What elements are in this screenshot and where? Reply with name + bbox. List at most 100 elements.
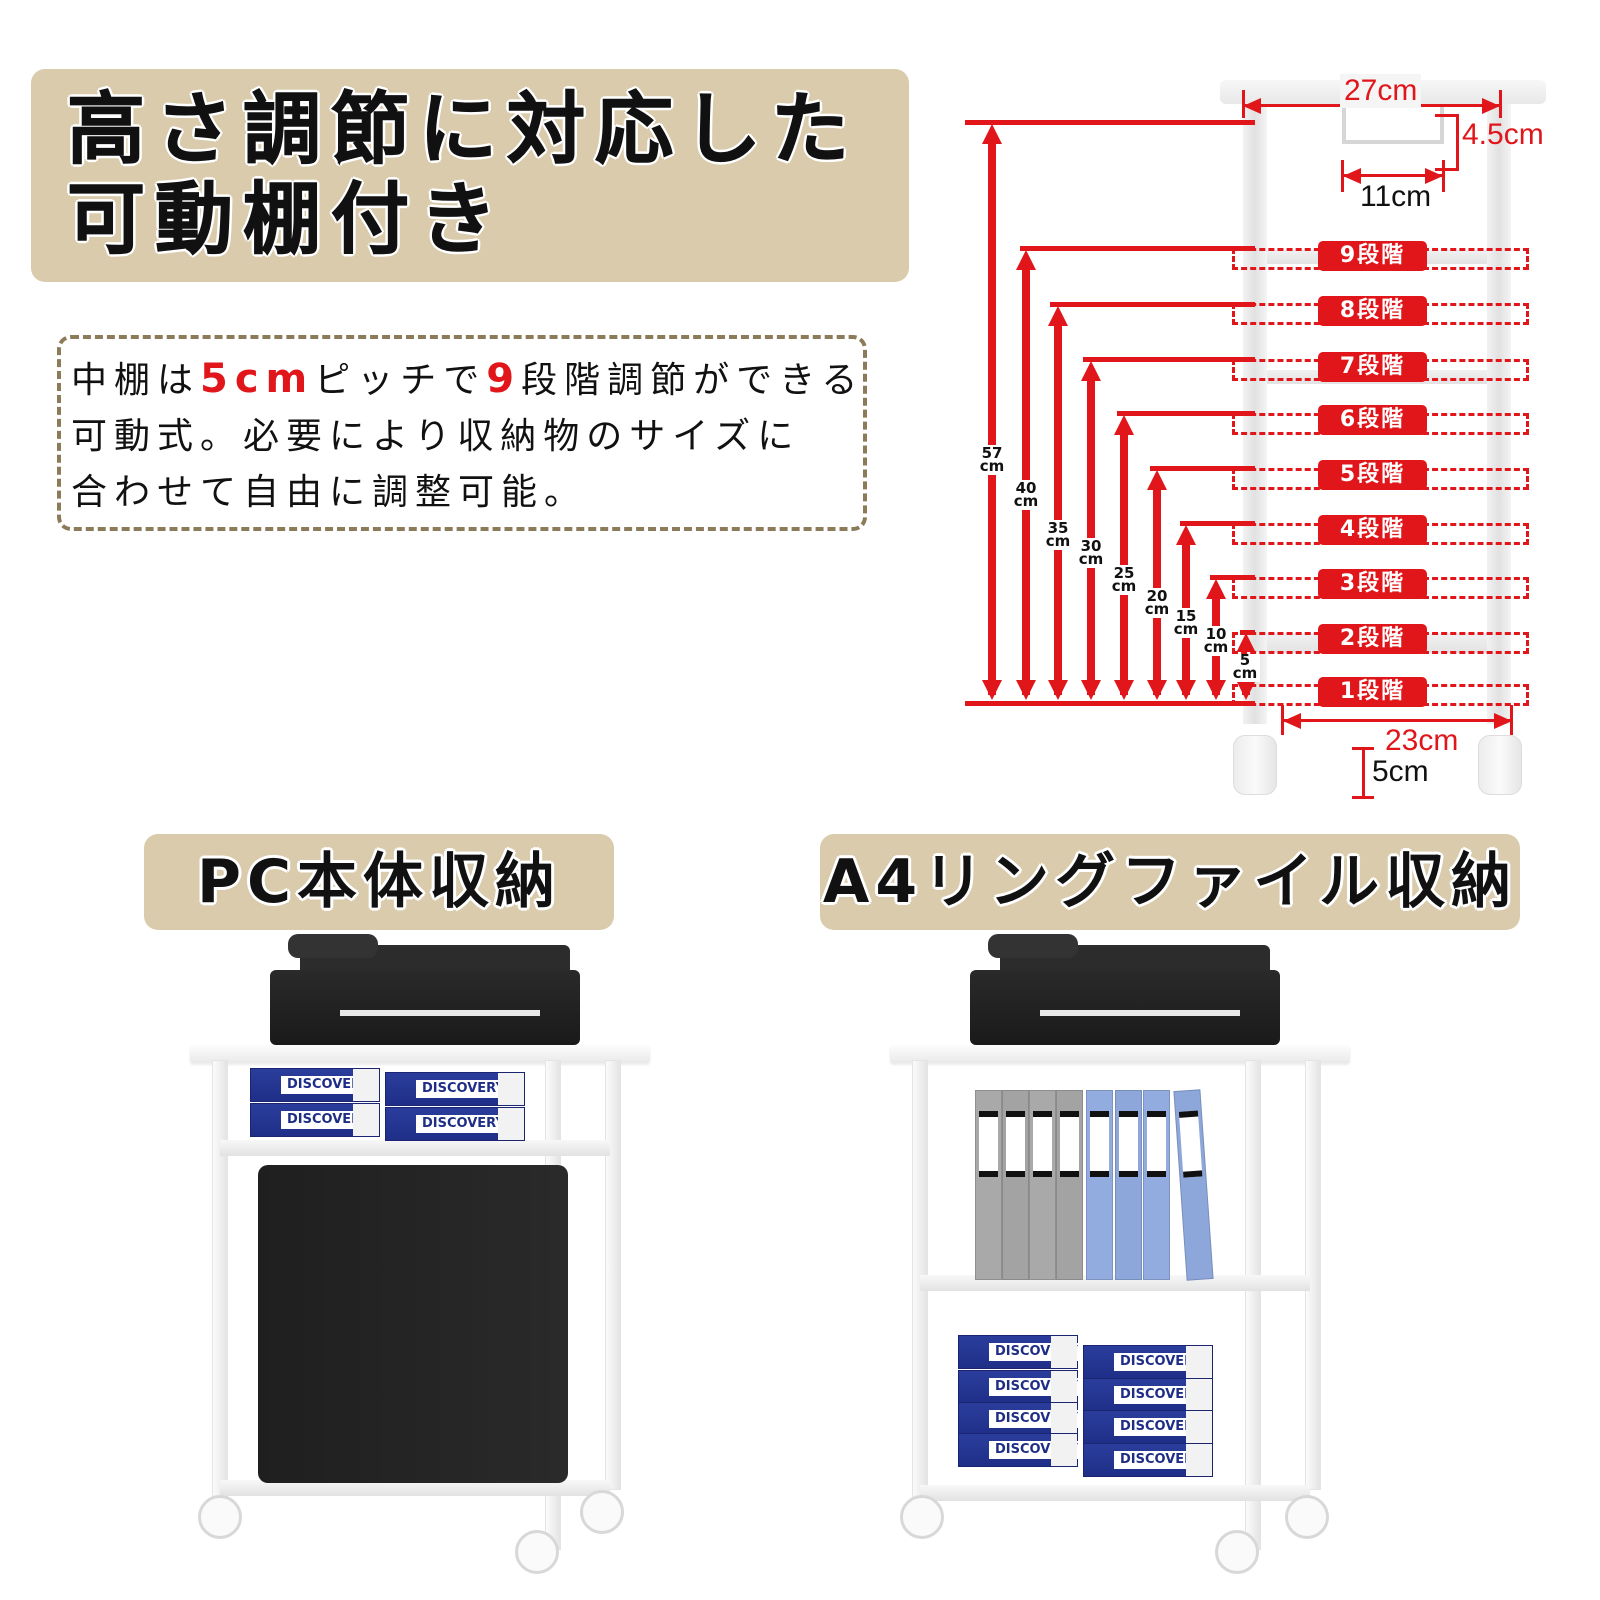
arrow-up-icon (982, 124, 1002, 144)
binder-blue (1086, 1090, 1113, 1280)
box-label: DISCOVERY (1114, 1451, 1209, 1469)
level-badge-9: 9段階 (1318, 241, 1427, 271)
arrow-up-icon (1048, 306, 1068, 326)
pitch-highlight: 5cm (200, 356, 315, 402)
box-side (498, 1073, 524, 1105)
product-photo-pc: DISCOVERY DISCOVERY DISCOVERY DISCOVERY (180, 934, 670, 1590)
label-unit: cm (1232, 664, 1258, 682)
section-header-pc: PC本体収納 (144, 834, 614, 930)
cart-leg (912, 1060, 928, 1530)
cart-shelf (220, 1480, 610, 1496)
paper-box: DISCOVERY (250, 1103, 380, 1137)
label-unit: cm (1203, 638, 1229, 656)
level-badge-5: 5段階 (1318, 460, 1427, 490)
handset-icon (288, 934, 378, 958)
height-label-35: 35 cm (1040, 520, 1076, 550)
caster-wheel-icon (1285, 1495, 1329, 1539)
arrow-up-icon (1206, 579, 1226, 599)
dimension-tick (1341, 160, 1344, 192)
binder-label (1147, 1111, 1166, 1177)
product-photo-binder: DISCOVERY DISCOVERY DISCOVERY DISCOVERY … (880, 934, 1370, 1590)
level-line-8 (1050, 302, 1255, 307)
arrow-down-icon (1176, 680, 1196, 700)
cart-top-panel (190, 1045, 650, 1063)
top-width-label: 27cm (1340, 74, 1422, 108)
arrow-up-icon (1147, 470, 1167, 490)
paper-box: DISCOVERY (958, 1402, 1084, 1436)
binder-label (1033, 1111, 1052, 1177)
cart-shelf (220, 1140, 610, 1156)
level-line-7 (1083, 357, 1255, 362)
fax-machine-icon (270, 934, 580, 1045)
level-badge-6: 6段階 (1318, 405, 1427, 435)
label-value: 30 (1080, 537, 1102, 555)
binder-gray (1002, 1090, 1029, 1280)
dimension-line (1343, 174, 1443, 177)
paper-box: DISCOVERY (1083, 1410, 1213, 1444)
arrow-left-icon (1283, 713, 1301, 729)
dimension-line (1283, 719, 1511, 722)
arrow-right-icon (1482, 98, 1500, 114)
binder-label (1178, 1110, 1203, 1178)
level-badge-8: 8段階 (1318, 296, 1427, 326)
handset-icon (988, 934, 1078, 958)
dimension-tick (1435, 114, 1459, 117)
binder-label (1006, 1111, 1025, 1177)
arrow-up-icon (1114, 415, 1134, 435)
box-side (1186, 1411, 1212, 1443)
paper-box: DISCOVERY (385, 1107, 525, 1141)
dimension-tick (1352, 747, 1374, 750)
cart-leg (212, 1060, 228, 1530)
dimension-tick (1352, 796, 1374, 799)
box-side (1051, 1336, 1077, 1368)
dimension-tick (1281, 705, 1284, 735)
arrow-down-icon (982, 680, 1002, 700)
binder-label (1090, 1111, 1109, 1177)
arrow-right-icon (1494, 713, 1512, 729)
arrow-down-icon (1114, 680, 1134, 700)
arrow-up-icon (1016, 250, 1036, 270)
label-unit: cm (1045, 532, 1071, 550)
arrow-down-icon (1206, 680, 1226, 700)
label-value: 10 (1205, 625, 1227, 643)
paper-box: DISCOVERY (958, 1335, 1084, 1369)
height-arrow-30 (1087, 376, 1095, 695)
box-label: DISCOVERY (416, 1115, 511, 1133)
arrow-up-icon (1081, 361, 1101, 381)
description-box: 中棚は5cmピッチで9段階調節ができる 可動式。必要により収納物のサイズに 合わ… (57, 335, 867, 531)
label-value: 5 (1239, 651, 1251, 669)
level-badge-2: 2段階 (1318, 624, 1427, 654)
binder-label (1060, 1111, 1079, 1177)
level-line-6 (1117, 411, 1255, 416)
level-line-5 (1150, 466, 1255, 471)
ring-binders (975, 1089, 1285, 1281)
caster-wheel-icon (1215, 1530, 1259, 1574)
binder-blue (1115, 1090, 1142, 1280)
box-side (1051, 1403, 1077, 1435)
label-unit: cm (1144, 600, 1170, 618)
caster-wheel-icon (198, 1495, 242, 1539)
cart-shelf (920, 1485, 1310, 1501)
dimension-line (1456, 115, 1459, 170)
box-side (1051, 1434, 1077, 1466)
section-header-binder: A4リングファイル収納 (820, 834, 1520, 930)
desc-text: 段階調節ができる (521, 360, 865, 401)
paper-box: DISCOVERY (958, 1370, 1084, 1404)
arrow-up-icon (1236, 633, 1256, 653)
height-label-10: 10 cm (1198, 626, 1234, 656)
hook-icon (1342, 104, 1444, 144)
caster-height-label: 5cm (1372, 755, 1429, 788)
arrow-left-icon (1243, 98, 1261, 114)
label-unit: cm (1013, 492, 1039, 510)
fax-body (270, 970, 580, 1045)
binder-label (979, 1111, 998, 1177)
desc-text: ピッチで (314, 360, 487, 401)
level-line-4 (1180, 521, 1255, 526)
box-side (1186, 1379, 1212, 1411)
height-label-20: 20 cm (1139, 588, 1175, 618)
title-line-1: 高さ調節に対応した (67, 85, 860, 176)
fax-slot (1040, 1010, 1240, 1016)
box-label: DISCOVERY (281, 1076, 376, 1094)
height-label-40: 40 cm (1008, 480, 1044, 510)
binder-gray (1029, 1090, 1056, 1280)
